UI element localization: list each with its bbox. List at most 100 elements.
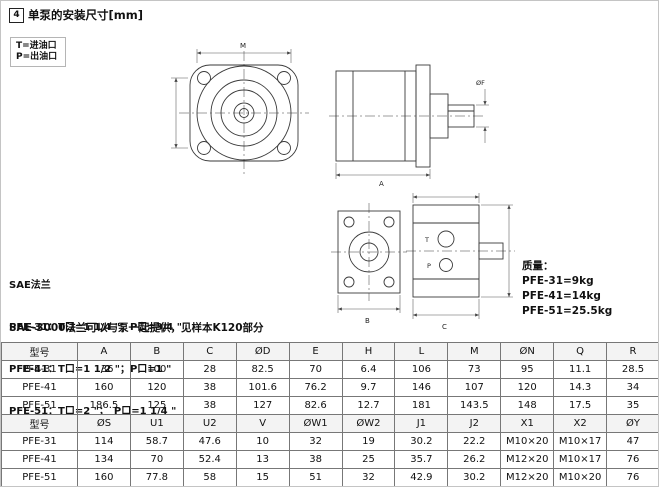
table-cell: PFE-31 [1, 360, 78, 379]
column-header: ØW2 [341, 414, 396, 433]
table-cell: PFE-31 [1, 432, 78, 451]
mass-line: PFE-41=14kg [522, 290, 601, 302]
table-cell: 58.7 [129, 432, 184, 451]
table-cell: 13 [235, 450, 290, 469]
table-cell: 30.2 [394, 432, 449, 451]
table-cell: 134 [77, 450, 131, 469]
table-cell: 76 [606, 468, 658, 486]
page-title: 单泵的安装尺寸[mm] [28, 8, 143, 22]
table-cell: 107 [447, 378, 502, 397]
column-header: U2 [182, 414, 237, 433]
table-cell: 30.2 [447, 468, 502, 486]
sae-flange-title: SAE法兰 [9, 280, 51, 291]
port-legend: T=进油口 P=出油口 [10, 37, 67, 67]
column-header: ØW1 [288, 414, 343, 433]
table-cell: 6.4 [341, 360, 396, 379]
table-cell: 136 [77, 360, 131, 379]
port-label-t: T [424, 236, 429, 244]
table-cell: 125 [129, 396, 184, 415]
table-cell: 120 [500, 378, 555, 397]
table-cell: 19 [341, 432, 396, 451]
column-header: U1 [129, 414, 184, 433]
table-cell: 9.7 [341, 378, 396, 397]
table-cell: M10×17 [553, 450, 608, 469]
table-cell: 95 [500, 360, 555, 379]
table-cell: 160 [77, 468, 131, 486]
table-cell: 22.2 [447, 432, 502, 451]
table-cell: 143.5 [447, 396, 502, 415]
table-cell: 127 [235, 396, 290, 415]
table-cell: 32 [288, 432, 343, 451]
column-header: B [129, 342, 184, 361]
table-cell: 70 [288, 360, 343, 379]
legend-line-p: P=出油口 [16, 52, 58, 62]
column-header: C [182, 342, 237, 361]
table-cell: 11.1 [553, 360, 608, 379]
table-cell: M10×17 [553, 432, 608, 451]
table-cell: 70 [129, 450, 184, 469]
table-cell: M12×20 [500, 468, 555, 486]
table-cell: 73 [447, 360, 502, 379]
table-cell: 120 [129, 378, 184, 397]
pump-rear-view-drawing [331, 203, 515, 301]
table-cell: 47 [606, 432, 658, 451]
table-cell: 82.6 [288, 396, 343, 415]
drawing-dimension-labels: M A ØF B C T P [240, 42, 485, 331]
column-header: X1 [500, 414, 555, 433]
table-cell: 186.5 [77, 396, 131, 415]
column-header: ØN [500, 342, 555, 361]
table-cell: 77.8 [129, 468, 184, 486]
sae-3000-note: SAE-3000法兰可以与泵一起提供，见样本K120部分 [9, 322, 264, 334]
table-cell: 12.7 [341, 396, 396, 415]
table-cell: 160 [77, 378, 131, 397]
pump-front-view-drawing [179, 51, 309, 177]
table-cell: 181 [394, 396, 449, 415]
table-cell: 28.5 [606, 360, 658, 379]
table-cell: 101.6 [235, 378, 290, 397]
column-header: A [77, 342, 131, 361]
column-header: X2 [553, 414, 608, 433]
table-cell: 17.5 [553, 396, 608, 415]
table-cell: 38 [288, 450, 343, 469]
table-cell: 38 [182, 396, 237, 415]
column-header: ØD [235, 342, 290, 361]
pump-side-view-drawing [329, 64, 483, 168]
table-cell: PFE-41 [1, 378, 78, 397]
table-cell: 26.2 [447, 450, 502, 469]
column-header: L [394, 342, 449, 361]
mass-line: PFE-31=9kg [522, 275, 594, 287]
mass-block: 质量： PFE-31=9kg PFE-41=14kg PFE-51=25.5kg [522, 259, 612, 319]
table-cell: 76.2 [288, 378, 343, 397]
table-cell: 25 [341, 450, 396, 469]
dim-label-of: ØF [476, 79, 485, 87]
table-cell: 28 [182, 360, 237, 379]
table-cell: 146 [394, 378, 449, 397]
column-header: 型号 [1, 342, 78, 361]
column-header: J1 [394, 414, 449, 433]
column-header: H [341, 342, 396, 361]
table-cell: 100 [129, 360, 184, 379]
table-cell: 58 [182, 468, 237, 486]
table-cell: 35 [606, 396, 658, 415]
table-cell: 148 [500, 396, 555, 415]
port-label-p: P [427, 262, 431, 270]
dim-label-b: B [365, 317, 370, 325]
table-cell: 32 [341, 468, 396, 486]
dim-label-m: M [240, 42, 246, 50]
table-cell: 10 [235, 432, 290, 451]
table-cell: M10×20 [553, 468, 608, 486]
table-cell: 52.4 [182, 450, 237, 469]
table-cell: 82.5 [235, 360, 290, 379]
rear-view-dimensions [337, 193, 513, 319]
table-cell: 35.7 [394, 450, 449, 469]
table-cell: M12×20 [500, 450, 555, 469]
table-cell: 34 [606, 378, 658, 397]
sae-flange-line: PFE-31：T口=1 1/4 "；P口=3/4 " [9, 322, 182, 333]
side-view-dimensions [335, 89, 489, 179]
